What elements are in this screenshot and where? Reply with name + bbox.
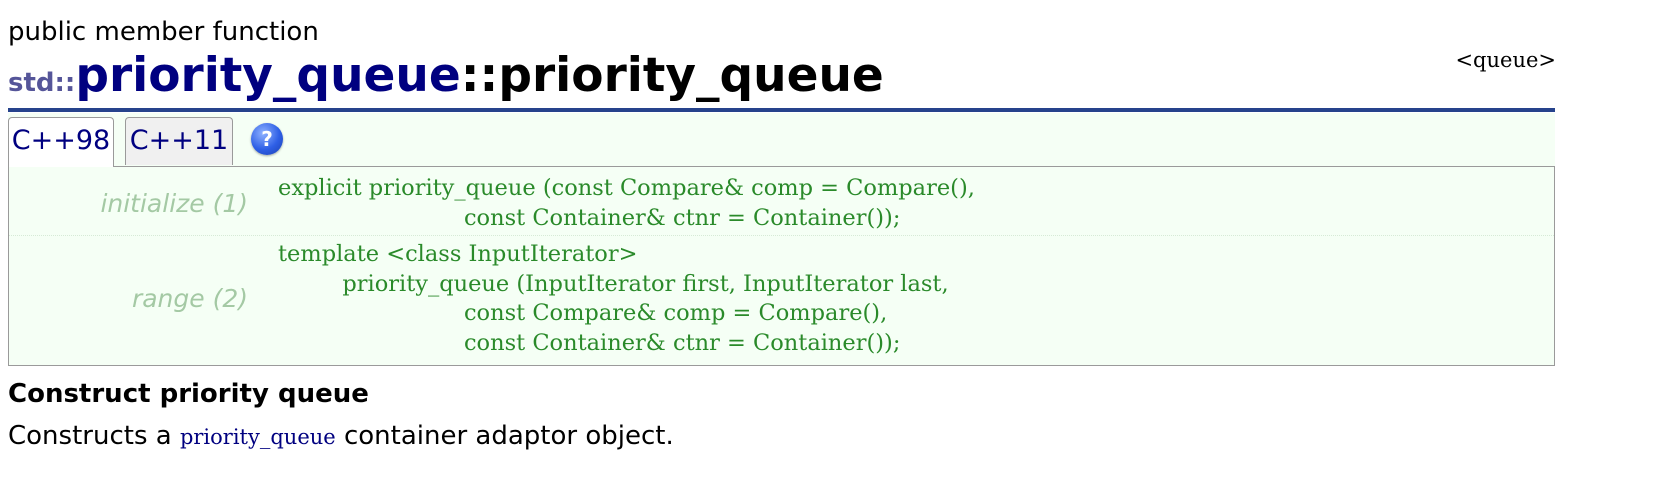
description: Constructs a priority_queue container ad… (8, 419, 674, 454)
description-code: priority_queue (179, 425, 336, 449)
declaration-label[interactable]: initialize (1) (100, 189, 248, 218)
declaration-code: explicit priority_queue (const Compare& … (278, 175, 975, 231)
header-file-link[interactable]: <queue> (1455, 48, 1556, 72)
help-icon[interactable]: ? (251, 123, 283, 155)
title-underline (8, 108, 1555, 112)
member-kind: public member function (8, 17, 319, 47)
title-namespace: std:: (8, 68, 76, 98)
description-text: Constructs a (8, 421, 180, 451)
tab-cpp98[interactable]: C++98 (8, 117, 114, 167)
tab-cpp11[interactable]: C++11 (125, 117, 233, 165)
declaration-label[interactable]: range (2) (131, 284, 248, 313)
declaration-row: range (2) template <class InputIterator>… (9, 236, 1554, 365)
description-text: container adaptor object. (335, 421, 674, 451)
page-title: std::priority_queue::priority_queue (8, 48, 884, 111)
tab-bar (8, 113, 1555, 167)
title-function: priority_queue (498, 48, 884, 103)
title-class-link[interactable]: priority_queue (75, 48, 461, 103)
section-title: Construct priority queue (8, 379, 369, 409)
title-separator: :: (460, 48, 499, 103)
declaration-row: initialize (1) explicit priority_queue (… (9, 167, 1554, 236)
declaration-code: template <class InputIterator> priority_… (278, 241, 949, 356)
declarations-table: initialize (1) explicit priority_queue (… (8, 166, 1555, 366)
